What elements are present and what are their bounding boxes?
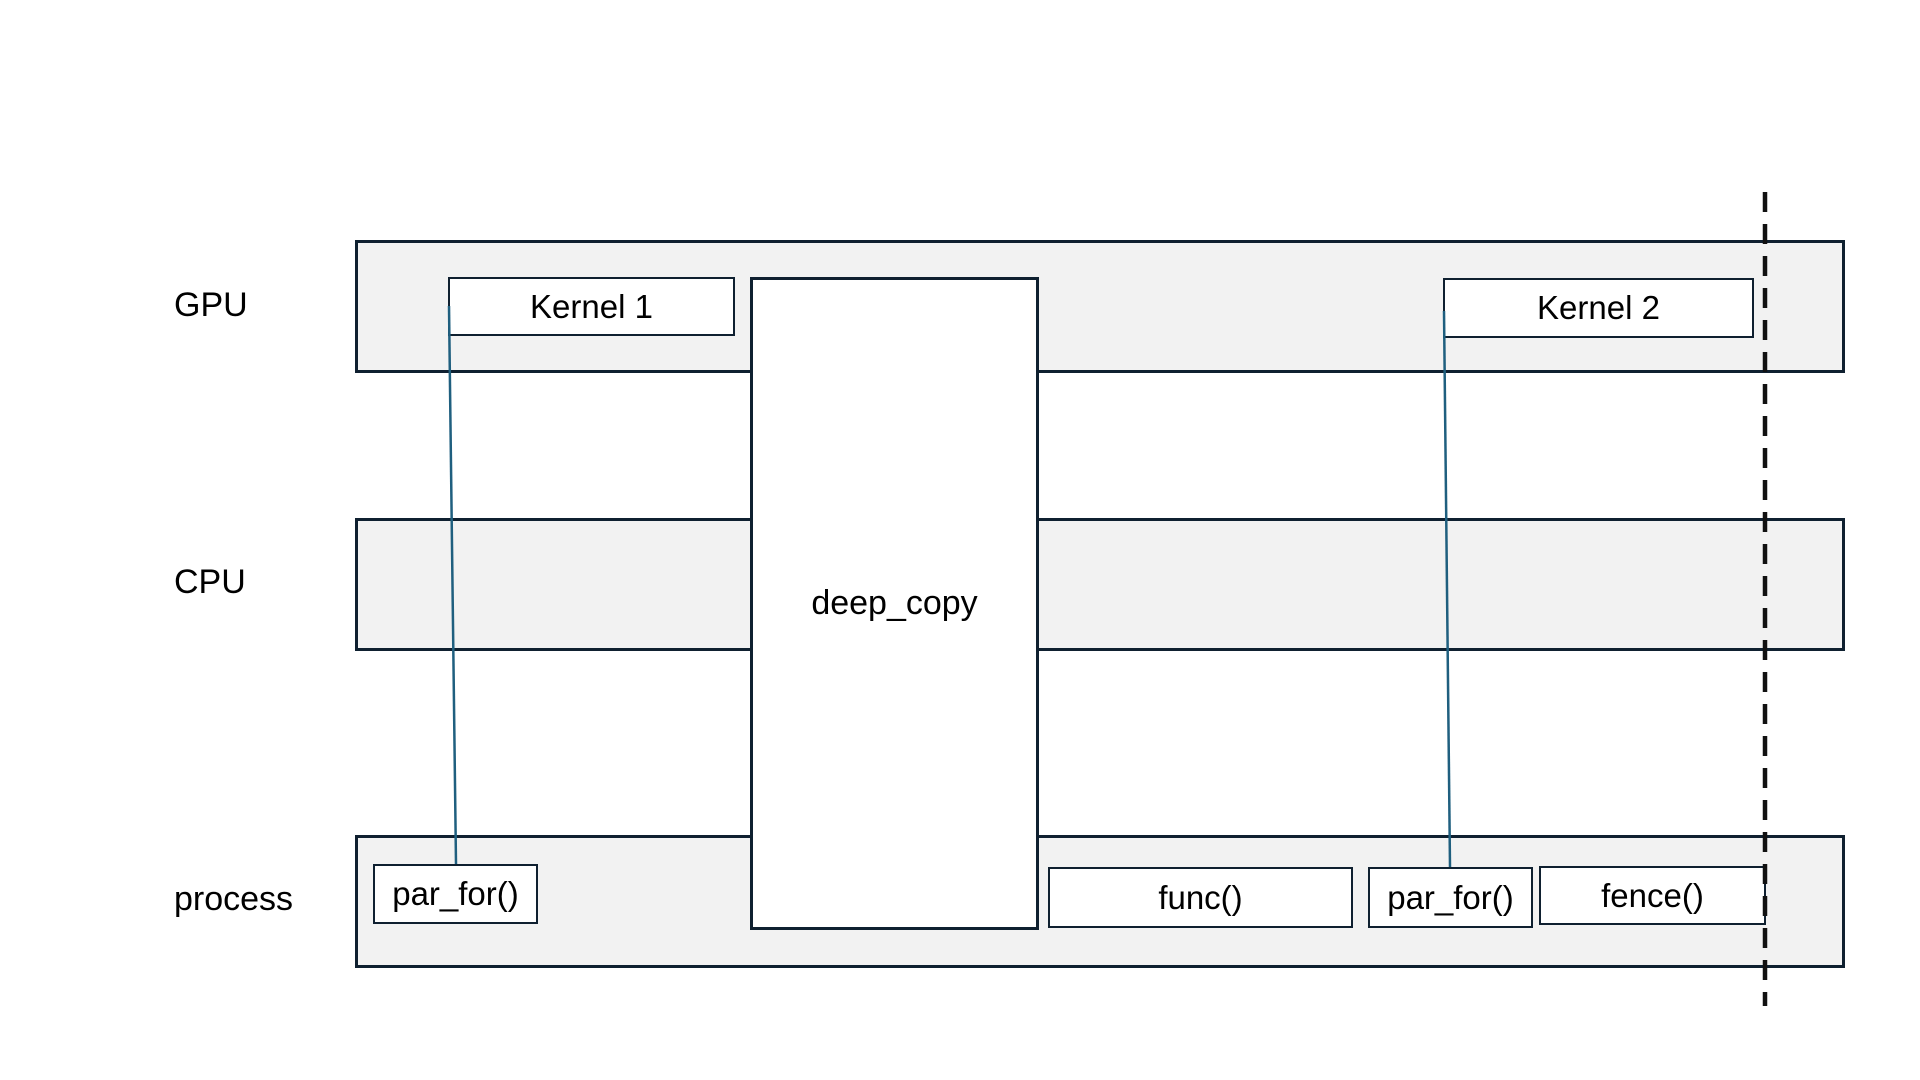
deep-copy-label: deep_copy (811, 584, 978, 622)
kernel-1-label: Kernel 1 (530, 287, 653, 325)
func-block: func() (1048, 867, 1353, 928)
par-for-2-label: par_for() (1387, 878, 1514, 916)
par-for-1-block: par_for() (373, 864, 538, 924)
kernel-2-label: Kernel 2 (1537, 289, 1660, 326)
cpu-lane (355, 518, 1845, 651)
par-for-1-label: par_for() (392, 875, 519, 912)
func-label: func() (1158, 878, 1243, 916)
lane-label-cpu: CPU (174, 563, 246, 601)
lane-label-gpu: GPU (174, 286, 248, 324)
kernel-1-block: Kernel 1 (448, 277, 735, 336)
kernel-2-block: Kernel 2 (1443, 278, 1754, 338)
fence-label: fence() (1601, 876, 1704, 914)
deep-copy-block: deep_copy (750, 277, 1039, 930)
lane-label-process: process (174, 880, 294, 918)
fence-block: fence() (1539, 866, 1766, 925)
par-for-2-block: par_for() (1368, 867, 1533, 928)
